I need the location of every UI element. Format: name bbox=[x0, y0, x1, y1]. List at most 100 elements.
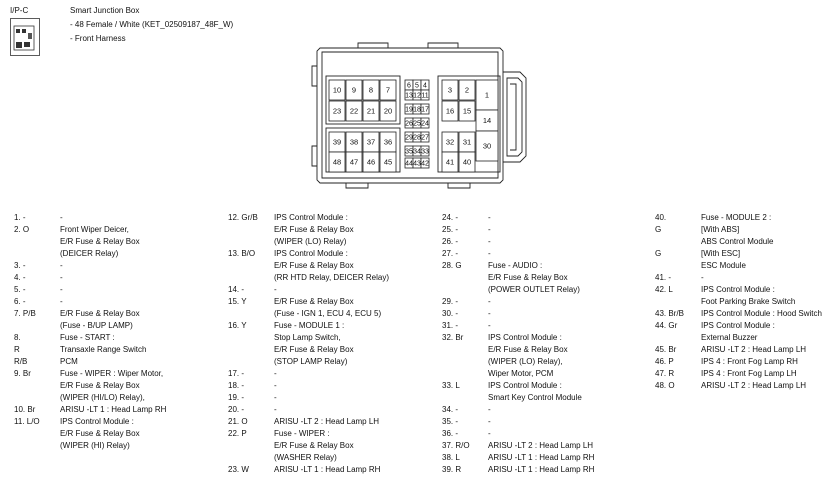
pin-number-wire: 4. - bbox=[14, 273, 26, 282]
cavity-31: 31 bbox=[463, 138, 471, 147]
pin-number-wire: 3. - bbox=[14, 261, 26, 270]
pin-number-wire: 24. - bbox=[442, 213, 459, 222]
pin-number-wire: 32. Br bbox=[442, 333, 464, 342]
pin-description: IPS Control Module : bbox=[488, 381, 562, 390]
pin-number-wire: 2. O bbox=[14, 225, 30, 234]
pin-description: - bbox=[60, 285, 63, 294]
pin-description: (WIPER (HI) Relay) bbox=[60, 441, 130, 450]
pin-description: [With ESC] bbox=[701, 249, 741, 258]
cavity-20: 20 bbox=[384, 107, 392, 116]
pin-number-wire: 7. P/B bbox=[14, 309, 36, 318]
pin-description: ARISU -LT 1 : Head Lamp RH bbox=[274, 465, 381, 474]
pin-number-wire: 26. - bbox=[442, 237, 459, 246]
cavity-11-box bbox=[420, 89, 430, 101]
pin-description: IPS Control Module : bbox=[488, 333, 562, 342]
cavity-10-box bbox=[328, 79, 346, 101]
cavity-39: 39 bbox=[333, 138, 341, 147]
pin-number-wire: G bbox=[655, 225, 662, 234]
connector-thumbnail-icon bbox=[10, 18, 40, 56]
pin-number-wire: 46. P bbox=[655, 357, 674, 366]
pin-description: (WIPER (HI/LO) Relay), bbox=[60, 393, 145, 402]
pin-description: Foot Parking Brake Switch bbox=[701, 297, 796, 306]
cavity-26: 26 bbox=[405, 121, 413, 128]
pin-description: IPS 4 : Front Fog Lamp RH bbox=[701, 357, 798, 366]
pin-description: (RR HTD Relay, DEICER Relay) bbox=[274, 273, 389, 282]
cavity-33-box bbox=[420, 145, 430, 157]
pin-description: (Fuse - IGN 1, ECU 4, ECU 5) bbox=[274, 309, 382, 318]
pin-description: - bbox=[488, 429, 491, 438]
pin-number-wire: R bbox=[14, 345, 20, 354]
pin-number-wire: R/B bbox=[14, 357, 28, 366]
pin-number-wire: 37. R/O bbox=[442, 441, 470, 450]
cavity-9-box bbox=[345, 79, 363, 101]
cavity-25: 25 bbox=[413, 121, 421, 128]
cavity-24: 24 bbox=[421, 121, 429, 128]
cavity-46-box bbox=[362, 151, 380, 173]
cavity-22-box bbox=[345, 100, 363, 122]
cavity-48-box bbox=[328, 151, 346, 173]
cavity-2: 2 bbox=[465, 86, 469, 95]
pin-number-wire: 31. - bbox=[442, 321, 459, 330]
pin-description: - bbox=[274, 369, 277, 378]
cavity-17-box bbox=[420, 103, 430, 115]
cavity-38: 38 bbox=[350, 138, 358, 147]
pin-description: - bbox=[488, 405, 491, 414]
cavity-17: 17 bbox=[421, 107, 429, 114]
pin-description: - bbox=[274, 405, 277, 414]
connector-code: I/P-C bbox=[10, 6, 29, 15]
pin-description: - bbox=[60, 261, 63, 270]
cavity-13: 13 bbox=[405, 93, 413, 100]
cavity-21-box bbox=[362, 100, 380, 122]
cavity-21: 21 bbox=[367, 107, 375, 116]
cavity-12: 12 bbox=[413, 93, 421, 100]
cavity-3: 3 bbox=[448, 86, 452, 95]
pin-description: - bbox=[488, 417, 491, 426]
pin-description: ARISU -LT 1 : Head Lamp RH bbox=[488, 465, 595, 474]
pin-description: E/R Fuse & Relay Box bbox=[274, 345, 354, 354]
pin-number-wire: 13. B/O bbox=[228, 249, 256, 258]
pin-number-wire: 14. - bbox=[228, 285, 245, 294]
cavity-27: 27 bbox=[421, 135, 429, 142]
cavity-7: 7 bbox=[386, 86, 390, 95]
pin-description: IPS Control Module : Hood Switch bbox=[701, 309, 822, 318]
cavity-27-box bbox=[420, 131, 430, 143]
pin-number-wire: 22. P bbox=[228, 429, 247, 438]
pin-description: - bbox=[488, 309, 491, 318]
cavity-16-box bbox=[441, 100, 459, 122]
pin-description: E/R Fuse & Relay Box bbox=[60, 381, 140, 390]
pin-number-wire: 47. R bbox=[655, 369, 675, 378]
pin-number-wire: G bbox=[655, 249, 662, 258]
cavity-40-box bbox=[458, 151, 476, 173]
cavity-4: 4 bbox=[423, 83, 427, 90]
pin-description: - bbox=[60, 213, 63, 222]
cavity-41-box bbox=[441, 151, 459, 173]
pin-number-wire: 30. - bbox=[442, 309, 459, 318]
pin-number-wire: 12. Gr/B bbox=[228, 213, 258, 222]
pin-description: - bbox=[274, 285, 277, 294]
cavity-28: 28 bbox=[413, 135, 421, 142]
cavity-44: 44 bbox=[405, 161, 413, 168]
pin-description: (WASHER Relay) bbox=[274, 453, 337, 462]
cavity-15: 15 bbox=[463, 107, 471, 116]
pin-description: E/R Fuse & Relay Box bbox=[60, 237, 140, 246]
pin-description: - bbox=[488, 321, 491, 330]
pin-number-wire: 19. - bbox=[228, 393, 245, 402]
cavity-22: 22 bbox=[350, 107, 358, 116]
pin-description: E/R Fuse & Relay Box bbox=[274, 261, 354, 270]
pin-description: Fuse - MODULE 1 : bbox=[274, 321, 345, 330]
pin-description: - bbox=[60, 297, 63, 306]
cavity-34: 34 bbox=[413, 149, 421, 156]
pin-number-wire: 35. - bbox=[442, 417, 459, 426]
pin-description: Front Wiper Deicer, bbox=[60, 225, 129, 234]
cavity-9: 9 bbox=[352, 86, 356, 95]
pin-number-wire: 27. - bbox=[442, 249, 459, 258]
pin-number-wire: 23. W bbox=[228, 465, 249, 474]
cavity-6: 6 bbox=[407, 83, 411, 90]
cavity-23-box bbox=[328, 100, 346, 122]
pin-number-wire: 29. - bbox=[442, 297, 459, 306]
cavity-16: 16 bbox=[446, 107, 454, 116]
pin-description: Fuse - WIPER : bbox=[274, 429, 330, 438]
pin-description: (WIPER (LO) Relay) bbox=[274, 237, 347, 246]
